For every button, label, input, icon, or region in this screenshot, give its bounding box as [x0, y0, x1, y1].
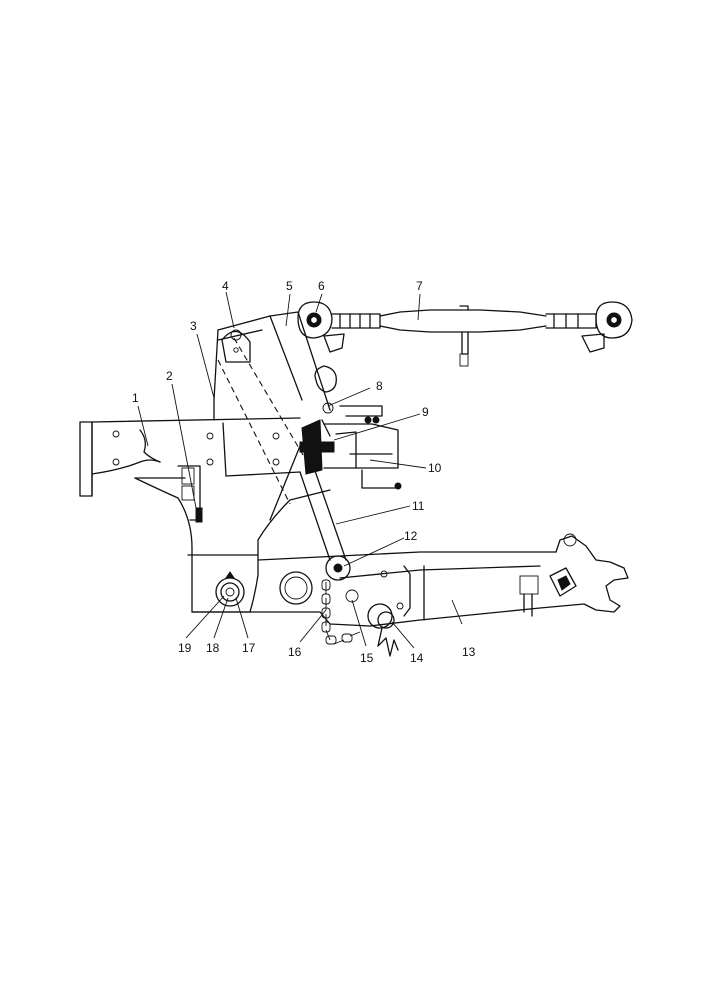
callout-7: 7	[416, 279, 423, 293]
callout-3: 3	[190, 319, 197, 333]
callout-9: 9	[422, 405, 429, 419]
callout-2: 2	[166, 369, 173, 383]
lock-assembly	[269, 405, 402, 521]
callout-14: 14	[410, 651, 424, 665]
callout-13: 13	[462, 645, 476, 659]
callout-4: 4	[222, 279, 229, 293]
callout-17: 17	[242, 641, 256, 655]
clip	[314, 365, 337, 437]
chain-and-pins	[321, 579, 399, 657]
callout-18: 18	[206, 641, 220, 655]
callout-5: 5	[286, 279, 293, 293]
callout-16: 16	[288, 645, 302, 659]
pin-plate	[221, 329, 251, 363]
callout-6: 6	[318, 279, 325, 293]
callout-1: 1	[132, 391, 139, 405]
callout-10: 10	[428, 461, 442, 475]
callout-labels: 1 2 3 4 5 6 7 8 9 10 11 12 13 14 15 16 1…	[132, 279, 476, 665]
top-link	[297, 301, 633, 367]
pivot-pin	[215, 571, 245, 607]
lift-rod	[299, 467, 351, 581]
frame-rail	[79, 417, 301, 549]
callout-11: 11	[412, 499, 425, 513]
callout-12: 12	[404, 529, 418, 543]
callout-15: 15	[360, 651, 374, 665]
callout-19: 19	[178, 641, 192, 655]
leader-lines	[137, 291, 463, 649]
lower-link	[191, 551, 585, 627]
hook-end	[519, 533, 629, 617]
callout-8: 8	[376, 379, 383, 393]
